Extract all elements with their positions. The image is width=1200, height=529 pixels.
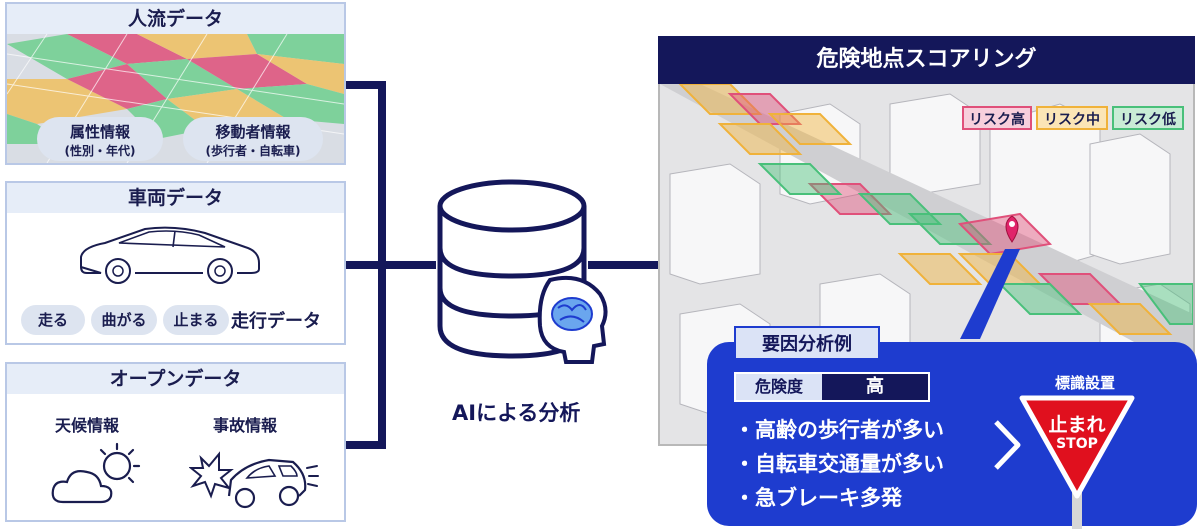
database-icon bbox=[437, 179, 608, 364]
weather-icon bbox=[51, 442, 141, 504]
people-data-title: 人流データ bbox=[7, 4, 344, 34]
people-data-panel: 人流データ 属性情報 (性別・年代) 移動者情報 (歩行者・自転 bbox=[5, 2, 346, 165]
analysis-title: 要因分析例 bbox=[734, 326, 880, 360]
risk-level-box: 危険度 高 bbox=[734, 372, 930, 402]
mover-info-label: 移動者情報 bbox=[215, 123, 291, 141]
stop-sign-icon bbox=[1019, 395, 1135, 529]
risk-level-label: 危険度 bbox=[736, 374, 822, 400]
legend-risk-mid: リスク中 bbox=[1036, 106, 1108, 130]
attribute-info-sub: (性別・年代) bbox=[64, 144, 136, 158]
accident-icon bbox=[189, 451, 319, 509]
city-risk-map bbox=[660, 84, 1193, 444]
scoring-title: 危険地点スコアリング bbox=[816, 47, 1037, 72]
open-data-panel: オープンデータ 天候情報 事故情報 bbox=[5, 362, 346, 522]
factor-item-2: ・自転車交通量が多い bbox=[734, 452, 944, 476]
driving-data-label: 走行データ bbox=[231, 311, 321, 332]
ai-brain-icon bbox=[537, 275, 608, 364]
weather-info-label: 天候情報 bbox=[55, 416, 120, 435]
stop-pill: 止まる bbox=[163, 305, 229, 335]
factor-item-3: ・急ブレーキ多発 bbox=[734, 486, 902, 510]
open-data-title: オープンデータ bbox=[7, 364, 344, 394]
mover-info-sub: (歩行者・自転車) bbox=[205, 144, 301, 158]
vehicle-data-title: 車両データ bbox=[7, 183, 344, 213]
location-pin-icon bbox=[1005, 215, 1019, 243]
accident-info-label: 事故情報 bbox=[213, 416, 278, 435]
sign-caption: 標識設置 bbox=[1054, 374, 1115, 392]
attribute-info-pill: 属性情報 (性別・年代) bbox=[37, 117, 163, 161]
risk-level-value: 高 bbox=[866, 376, 884, 397]
car-icon bbox=[79, 226, 260, 284]
scoring-header: 危険地点スコアリング bbox=[658, 36, 1195, 84]
turn-pill: 曲がる bbox=[91, 305, 157, 335]
legend-risk-low: リスク低 bbox=[1112, 106, 1184, 130]
chevron-right-icon bbox=[994, 420, 1021, 470]
ai-analysis-label: AIによる分析 bbox=[452, 401, 581, 425]
vehicle-data-panel: 車両データ 走る 曲がる 止まる 走行データ bbox=[5, 181, 346, 345]
legend-risk-high: リスク高 bbox=[962, 106, 1032, 130]
stop-sign-subtext: STOP bbox=[1056, 436, 1098, 452]
stop-sign-text: 止まれ bbox=[1048, 414, 1106, 436]
mover-info-pill: 移動者情報 (歩行者・自転車) bbox=[183, 117, 323, 161]
factor-item-1: ・高齢の歩行者が多い bbox=[734, 418, 944, 442]
drive-pill: 走る bbox=[21, 305, 85, 335]
attribute-info-label: 属性情報 bbox=[69, 123, 130, 141]
